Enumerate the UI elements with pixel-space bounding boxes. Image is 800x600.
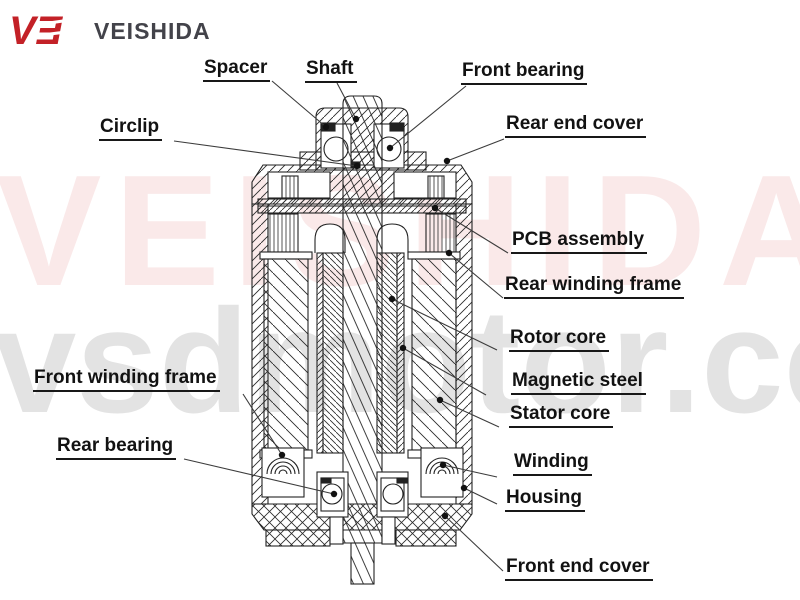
label-front-bearing: Front bearing [461,60,588,85]
stator-core-part [259,251,461,459]
label-rear-end-cover: Rear end cover [505,113,647,138]
label-housing: Housing [505,487,585,512]
label-rotor-core: Rotor core [509,327,610,352]
label-stator-core: Stator core [509,403,614,428]
magnetic-steel-left [316,252,324,454]
label-circlip: Circlip [99,116,163,141]
rear-bearing-part-right [376,471,409,518]
rotor-core-left [322,252,344,454]
label-rear-winding-frame: Rear winding frame [504,274,685,299]
brand-logo-icon: VƎ [9,9,71,53]
brand-logo: VƎ VEISHIDA [8,8,211,54]
shaft-part [342,95,383,544]
rear-end-cover-part [251,164,473,205]
leader-dots [278,115,468,520]
shaft-tip [329,516,396,585]
front-end-cover-part [251,503,473,547]
magnetic-steel-right [396,252,405,454]
label-spacer: Spacer [203,57,271,82]
label-front-end-cover: Front end cover [505,556,653,581]
leader-lines [173,80,509,572]
label-magnetic-steel: Magnetic steel [511,370,646,395]
label-winding: Winding [513,451,592,476]
label-rear-bearing: Rear bearing [56,435,177,460]
label-front-winding-frame: Front winding frame [33,367,220,392]
spacer-part-right [389,122,405,132]
label-pcb-assembly: PCB assembly [511,229,648,254]
winding-part [420,447,464,498]
brand-name: VEISHIDA [94,17,211,44]
rear-winding-frame-part [267,213,457,253]
svg-text:VƎ: VƎ [9,9,64,53]
label-shaft: Shaft [305,58,357,83]
